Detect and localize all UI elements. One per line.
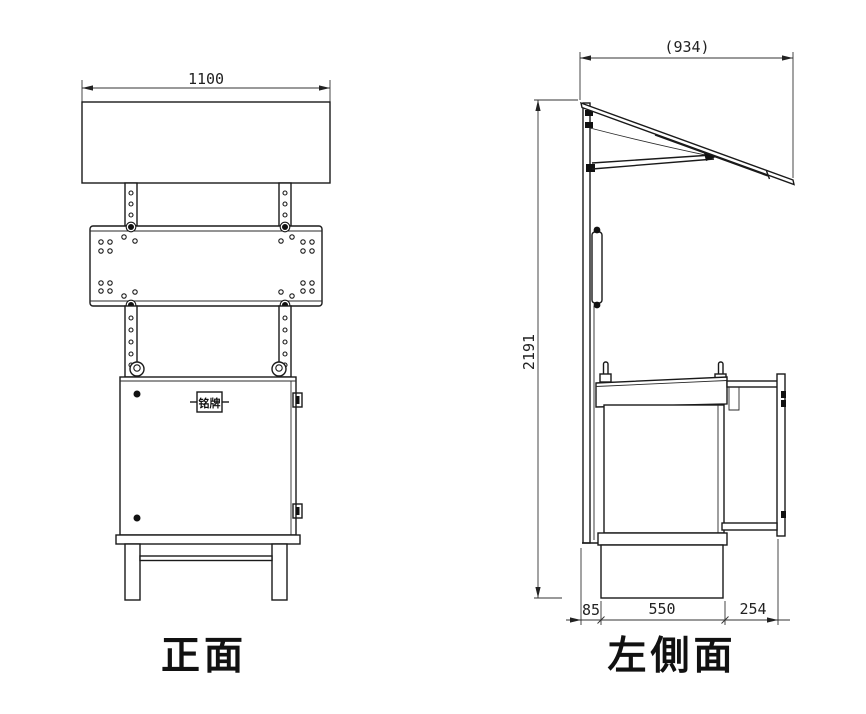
- arrowhead-icon: [570, 617, 581, 623]
- front-view-caption: 正面: [161, 634, 247, 679]
- solar-panel-side: [580, 101, 795, 186]
- plate-bolt-icon: [593, 301, 601, 309]
- base-strip: [115, 534, 301, 545]
- door-bracket: [728, 387, 740, 411]
- mounting-plate-edge: [591, 226, 603, 309]
- side-view: (934) 2191: [520, 38, 795, 679]
- door-knob-icon: [133, 390, 141, 398]
- tick-icon: [597, 616, 605, 624]
- support-pole: [582, 102, 600, 544]
- leg-right: [271, 543, 288, 601]
- arrowhead-icon: [767, 617, 778, 623]
- door-hinge-icon: [781, 400, 786, 407]
- arrowhead-icon: [535, 587, 541, 598]
- pole-bolt-icon: [585, 122, 593, 128]
- nameplate-text: 铭牌: [199, 396, 221, 410]
- door-rail-bottom: [721, 522, 778, 531]
- dimension-text: (934): [664, 38, 709, 56]
- equipment-cabinet-side: [595, 361, 728, 599]
- pole-bolt-icon: [586, 164, 595, 172]
- support-strut: [591, 158, 715, 170]
- solar-panel-front: [81, 101, 331, 184]
- leg-left: [124, 543, 141, 601]
- hanger-bar-right-upper: [278, 182, 292, 227]
- support-rod: [589, 127, 711, 157]
- door-hinge-icon: [781, 391, 786, 398]
- leg-crossbar: [139, 555, 273, 562]
- tick-icon: [721, 616, 729, 624]
- mounting-holes: [98, 234, 315, 299]
- front-view: 1100: [81, 70, 331, 679]
- dimension-text: 2191: [520, 334, 538, 370]
- side-bottom-dimensions: 85 550 254: [566, 539, 790, 625]
- dimension-text: 85: [582, 601, 600, 619]
- arrowhead-icon: [535, 100, 541, 111]
- door-hinge-icon: [781, 511, 786, 518]
- door-panel: [776, 373, 786, 537]
- equipment-cabinet-front: 铭牌: [119, 376, 303, 536]
- side-view-caption: 左側面: [607, 634, 736, 679]
- side-depth-dimension: (934): [579, 38, 794, 178]
- door-knob-icon: [133, 514, 141, 522]
- strut-joint: [704, 153, 716, 161]
- plate-bolt-icon: [593, 226, 601, 234]
- arrowhead-icon: [82, 85, 93, 91]
- hanger-bar-left-upper: [124, 182, 138, 227]
- cabinet-body: [603, 404, 725, 534]
- dimension-text: 254: [739, 600, 766, 618]
- cabinet-lid: [595, 376, 728, 408]
- base-strip: [597, 532, 728, 546]
- nameplate: 铭牌: [190, 391, 229, 413]
- dimension-text: 550: [648, 600, 675, 618]
- arrowhead-icon: [580, 55, 591, 61]
- dimension-text: 1100: [188, 70, 224, 88]
- mounting-plate: [89, 221, 323, 311]
- door-hinge-icon: [292, 392, 303, 519]
- front-width-dimension: 1100: [81, 70, 331, 102]
- side-height-dimension: 2191: [520, 99, 578, 599]
- cabinet-door-open: [721, 373, 786, 537]
- support-strut: [591, 154, 713, 164]
- arrowhead-icon: [782, 55, 793, 61]
- lifting-eye-icon: [129, 361, 287, 377]
- cabinet-stand-front: [115, 534, 301, 601]
- door-rail-top: [726, 380, 779, 388]
- stand-plinth: [600, 544, 724, 599]
- arrowhead-icon: [319, 85, 330, 91]
- pole-bolt-icon: [585, 110, 593, 116]
